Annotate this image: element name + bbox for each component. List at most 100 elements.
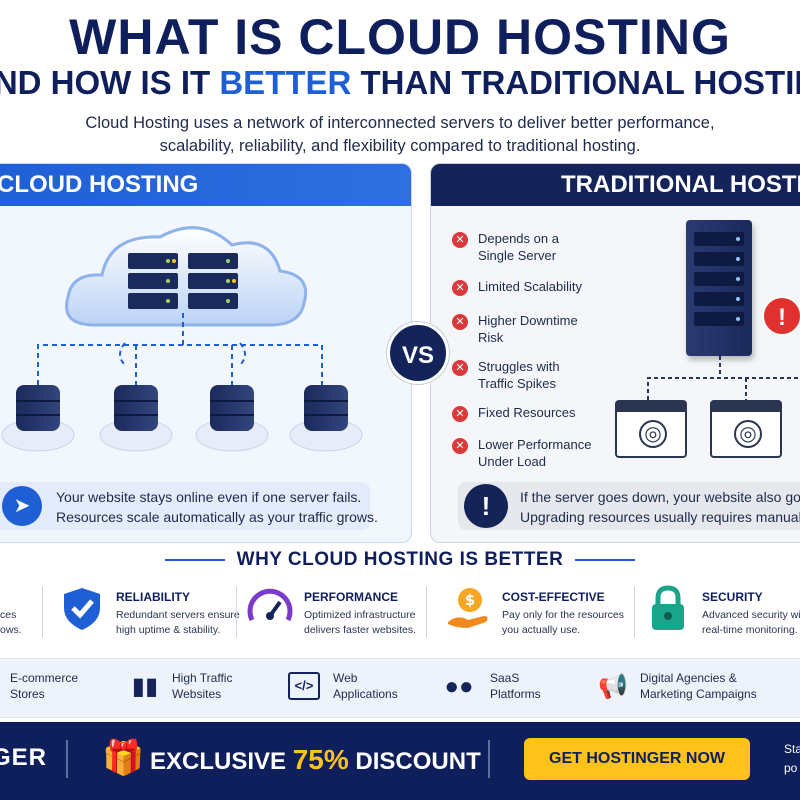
- x-icon: ✕: [452, 280, 468, 296]
- x-icon: ✕: [452, 406, 468, 422]
- benefit-desc-line: ces: [0, 609, 17, 621]
- subtitle-pre: AND HOW IS IT: [0, 64, 211, 101]
- feature-line: Fixed Resources: [478, 405, 576, 420]
- get-hostinger-button[interactable]: GET HOSTINGER NOW: [524, 738, 750, 780]
- cloud-hosting-panel: CLOUD HOSTING: [0, 163, 412, 543]
- intro-line-1: Cloud Hosting uses a network of intercon…: [85, 114, 715, 132]
- x-icon: ✕: [452, 438, 468, 454]
- server-connection-lines: [647, 356, 800, 400]
- use-case-line: SaaS: [490, 671, 520, 685]
- website-window-icon: ◎: [615, 400, 687, 458]
- globe-icon: ◎: [639, 420, 667, 448]
- benefit-desc-line: you actually use.: [502, 624, 581, 636]
- discount-post: DISCOUNT: [348, 748, 481, 775]
- trad-note-line-2: Upgrading resources usually requires man…: [520, 509, 800, 525]
- alert-icon: !: [762, 296, 800, 336]
- feature-line: Traffic Spikes: [478, 376, 557, 391]
- divider: [634, 586, 635, 638]
- use-case-line: High Traffic: [172, 671, 233, 685]
- use-case-line: Platforms: [490, 687, 541, 701]
- speedometer-icon: [247, 588, 293, 622]
- use-case-line: Marketing Campaigns: [640, 687, 757, 701]
- x-icon: ✕: [452, 314, 468, 330]
- benefit-desc-line: ows.: [0, 624, 22, 636]
- main-title: WHAT IS CLOUD HOSTING: [69, 9, 731, 65]
- use-case-line: Web: [333, 671, 358, 685]
- lock-icon: [652, 585, 684, 630]
- cloud-server-rack: [128, 253, 238, 309]
- benefit-desc-line: real-time monitoring.: [702, 624, 798, 636]
- benefit-cost-effective: $ COST-EFFECTIVE Pay only for the resour…: [444, 578, 644, 648]
- cloud-network-illustration: [1, 226, 363, 452]
- use-case-agencies: Digital Agencies & Marketing Campaigns: [640, 670, 757, 702]
- divider: [236, 586, 237, 638]
- divider: [426, 586, 427, 638]
- feature-line: Under Load: [478, 454, 546, 469]
- benefit-desc-line: Advanced security with: [702, 609, 800, 621]
- traditional-warning-note: If the server goes down, your website al…: [458, 482, 800, 530]
- use-case-line: Digital Agencies &: [640, 671, 737, 685]
- benefit-title: COST-EFFECTIVE: [502, 590, 605, 604]
- subtitle-highlight: BETTER: [219, 64, 352, 101]
- benefit-partial: ces ows.: [0, 578, 42, 648]
- benefit-reliability: RELIABILITY Redundant servers ensure high…: [58, 578, 240, 648]
- discount-text: EXCLUSIVE 75% DISCOUNT: [150, 744, 481, 776]
- feature-line: Limited Scalability: [478, 279, 583, 294]
- globe-icon: ◎: [734, 420, 762, 448]
- feature-line: Lower Performance: [478, 437, 592, 452]
- cta-side-line: Sta: [784, 742, 800, 756]
- benefit-desc-line: Pay only for the resources: [502, 609, 624, 621]
- use-case-line: Stores: [10, 687, 45, 701]
- use-case-line: E-commerce: [10, 671, 79, 685]
- benefit-desc: Pay only for the resources you actually u…: [502, 608, 624, 638]
- discount-percent: 75%: [292, 744, 349, 775]
- divider: [42, 586, 43, 638]
- network-lines: [37, 313, 323, 385]
- benefit-desc: Optimized infrastructure delivers faster …: [304, 608, 416, 638]
- cloud-hosting-heading: CLOUD HOSTING: [0, 164, 411, 206]
- benefit-desc: Redundant servers ensure high uptime & st…: [116, 608, 240, 638]
- divider: [488, 740, 490, 778]
- code-window-icon: </>: [288, 672, 320, 700]
- rocket-icon: ➤: [2, 486, 42, 526]
- benefit-title: RELIABILITY: [116, 590, 190, 604]
- benefit-desc: Advanced security with real-time monitori…: [702, 608, 800, 638]
- benefit-desc-line: Redundant servers ensure: [116, 609, 240, 621]
- brand-name: GER: [0, 744, 48, 771]
- database-servers: [1, 385, 363, 452]
- use-case-saas: SaaS Platforms: [490, 670, 541, 702]
- users-icon: ●●: [444, 673, 474, 700]
- cta-side-line: po: [784, 761, 798, 775]
- shield-check-icon: [64, 588, 100, 630]
- use-case-line: Websites: [172, 687, 222, 701]
- subtitle: AND HOW IS IT BETTER THAN TRADITIONAL HO…: [0, 64, 800, 102]
- benefit-desc-line: high uptime & stability.: [116, 624, 221, 636]
- gift-icon: 🎁: [102, 739, 145, 777]
- feature-line: Struggles with: [478, 359, 560, 374]
- why-title: WHY CLOUD HOSTING IS BETTER: [0, 549, 800, 571]
- discount-pre: EXCLUSIVE: [150, 748, 293, 775]
- cloud-note-line-2: Resources scale automatically as your tr…: [56, 509, 378, 525]
- feature-line: Single Server: [478, 248, 557, 263]
- intro-line-2: scalability, reliability, and flexibilit…: [159, 137, 641, 155]
- benefit-desc-line: delivers faster websites.: [304, 624, 417, 636]
- cloud-benefit-note: Your website stays online even if one se…: [0, 482, 378, 530]
- cloud-note-line-1: Your website stays online even if one se…: [56, 489, 362, 505]
- megaphone-icon: 📢: [598, 673, 628, 700]
- exclamation-icon: !: [464, 484, 508, 528]
- use-cases-band: [0, 658, 800, 718]
- x-icon: ✕: [452, 232, 468, 248]
- single-server-icon: [686, 220, 752, 356]
- benefit-title: SECURITY: [702, 590, 763, 604]
- benefit-security: SECURITY Advanced security with real-time…: [644, 578, 800, 648]
- coin-hand-icon: $: [448, 588, 488, 628]
- benefit-desc-line: Optimized infrastructure: [304, 609, 416, 621]
- benefit-desc: ces ows.: [0, 608, 22, 638]
- subtitle-post: THAN TRADITIONAL HOSTING: [351, 64, 800, 101]
- intro-text: Cloud Hosting uses a network of intercon…: [0, 112, 800, 158]
